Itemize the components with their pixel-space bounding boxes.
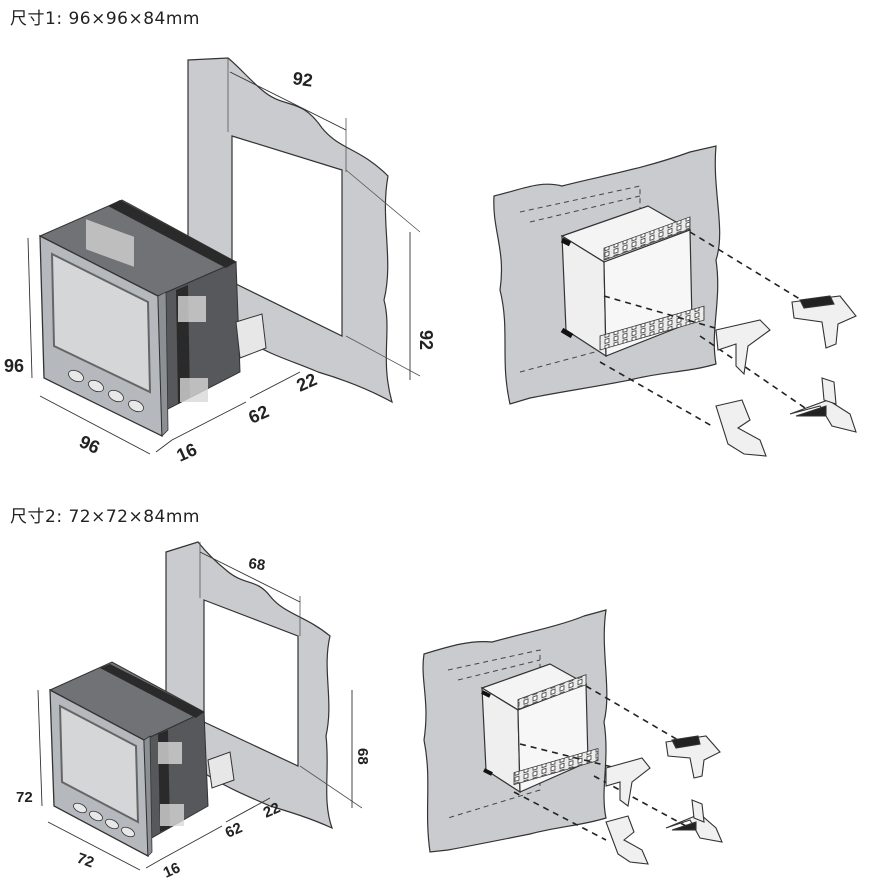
cutout-height-label-2: 68 xyxy=(354,748,371,765)
bezel-depth-label-2: 16 xyxy=(161,859,183,881)
section2-caption: 尺寸2: 72×72×84mm xyxy=(10,507,200,527)
button-row-1 xyxy=(68,369,144,413)
cutout-width-label-1: 92 xyxy=(291,68,314,91)
body-depth-label-2: 62 xyxy=(223,819,245,841)
section2-rear-view xyxy=(422,609,723,865)
terminal-depth-label-2: 22 xyxy=(261,799,283,821)
body-depth-label-1: 62 xyxy=(245,401,271,427)
panel-2 xyxy=(165,541,334,830)
front-width-label-2: 72 xyxy=(75,850,96,872)
button-row-2 xyxy=(73,802,135,838)
section2-front-view: 68 68 72 72 16 62 22 xyxy=(16,541,371,882)
panel-1 xyxy=(187,57,393,404)
front-height-label-1: 96 xyxy=(4,356,24,376)
front-width-label-1: 96 xyxy=(76,431,102,457)
section1-front-view: 92 92 96 96 16 62 22 xyxy=(4,57,436,466)
bezel-depth-label-1: 16 xyxy=(173,439,199,465)
cutout-height-label-1: 92 xyxy=(416,330,436,350)
cutout-width-label-2: 68 xyxy=(247,555,266,574)
section1-rear-view xyxy=(493,145,857,457)
front-height-label-2: 72 xyxy=(16,789,33,806)
section1-caption: 尺寸1: 96×96×84mm xyxy=(10,9,200,29)
